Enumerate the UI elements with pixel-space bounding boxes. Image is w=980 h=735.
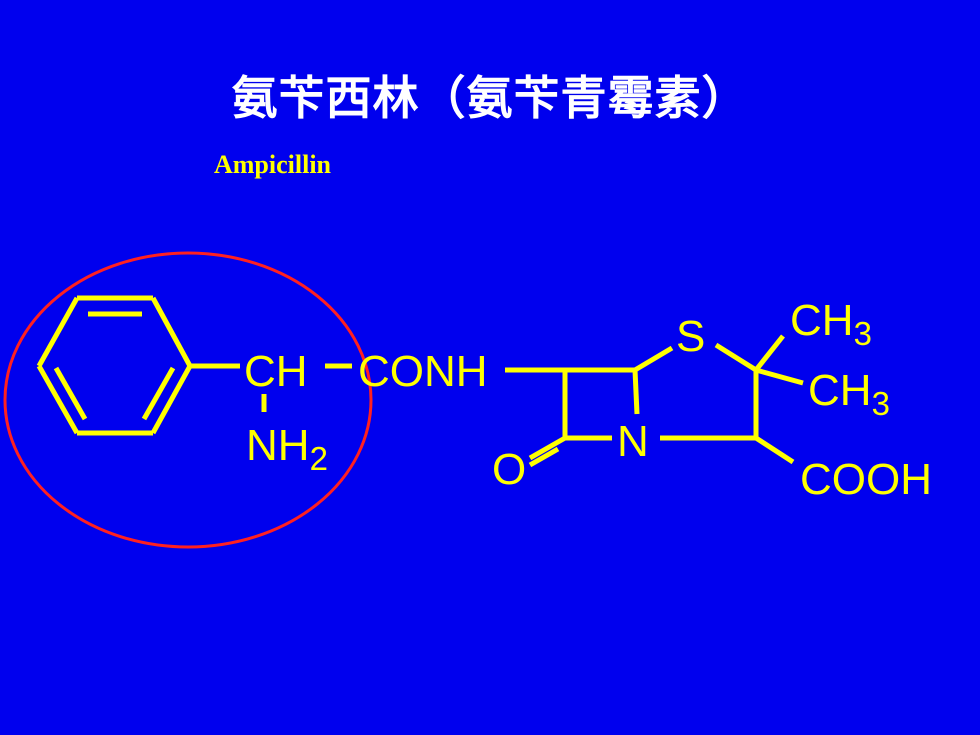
ring-bond: [150, 296, 193, 368]
ch3-top-label: CH3: [790, 296, 872, 352]
bond-methyl-top: [754, 334, 785, 372]
cooh-label: COOH: [800, 455, 932, 504]
ring-double-bond: [141, 366, 176, 421]
slide-title: 氨苄西林（氨苄青霉素）: [231, 71, 749, 125]
ch-label: CH: [244, 347, 308, 396]
carbonyl-bond: [528, 435, 567, 461]
ch3-top-subscript: 3: [854, 315, 872, 352]
ch3-top-text: CH: [790, 296, 854, 345]
nh-text: NH: [246, 421, 310, 470]
carbonyl-bond: [528, 446, 560, 468]
sulfur-label: S: [676, 312, 705, 361]
nitrogen-label: N: [617, 417, 649, 466]
lactam-right-bond: [632, 369, 640, 415]
ch3-mid-subscript: 3: [872, 385, 890, 422]
ch3-mid-text: CH: [808, 366, 872, 415]
nh2-label: NH2: [246, 421, 328, 477]
bond-carboxyl: [754, 435, 795, 465]
ring-bond: [36, 364, 80, 435]
ch3-mid-label: CH3: [808, 366, 890, 422]
oxygen-label: O: [492, 445, 526, 494]
ring-double-bond: [53, 366, 88, 421]
bond-c-s: [633, 345, 674, 373]
conh-label: CONH: [358, 347, 488, 396]
nh2-subscript: 2: [310, 440, 328, 477]
slide-subtitle: Ampicillin: [214, 150, 332, 179]
benzene-ring: [36, 295, 193, 436]
ring-bond: [150, 364, 193, 435]
bond-s-c: [714, 342, 758, 373]
ring-bond: [36, 296, 80, 368]
highlight-ellipse: [3, 251, 373, 549]
bond-methyl-mid: [755, 367, 804, 386]
